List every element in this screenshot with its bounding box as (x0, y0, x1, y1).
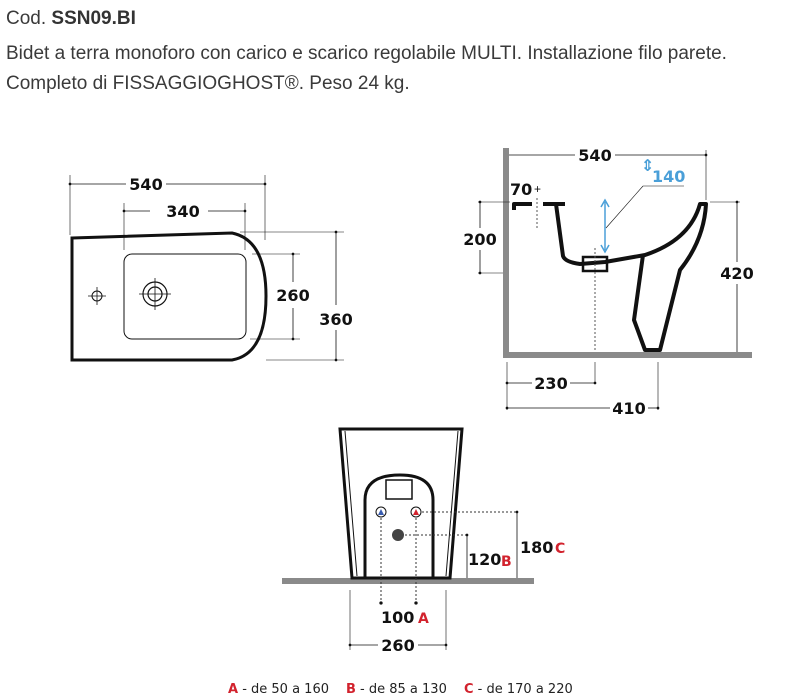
code-value: SSN09.BI (51, 8, 136, 29)
dim-side-depth: 540 (578, 146, 611, 165)
description-line-1: Bidet a terra monoforo con carico e scar… (6, 43, 727, 64)
legend: A - de 50 a 160 B - de 85 a 130 C - de 1… (228, 682, 573, 696)
tap-hole-icon (139, 278, 171, 310)
dim-drain-distance: 230 (534, 374, 567, 393)
hot-supply-icon (410, 506, 422, 518)
legend-a: A - de 50 a 160 (228, 682, 329, 696)
key-b: B (501, 554, 512, 570)
dim-depth: 360 (319, 310, 352, 329)
dim-base-width: 260 (381, 636, 414, 655)
key-a: A (418, 611, 429, 627)
dim-supply-spacing: 100 (381, 608, 414, 627)
dim-tap-offset: 70 (510, 180, 532, 199)
dim-basin-height: 140 (652, 167, 685, 186)
wall (503, 148, 509, 358)
updown-arrow-icon: ⇕ (641, 156, 654, 175)
dim-drain-height: 120 (468, 550, 501, 569)
basin-outline (123, 253, 247, 340)
plus-mark: + (534, 182, 541, 196)
side-view: 540 70 + ⇕ 140 200 420 230 410 (463, 146, 753, 418)
rear-opening (363, 473, 435, 578)
legend-c: C - de 170 a 220 (464, 682, 573, 696)
description-line-2: Completo di FISSAGGIOGHOST®. Peso 24 kg. (6, 73, 410, 94)
floor-front (282, 578, 534, 584)
key-c: C (555, 541, 565, 557)
dim-base-distance: 410 (612, 399, 645, 418)
dim-basin-width: 340 (166, 202, 199, 221)
bidet-front-outline (338, 427, 464, 580)
dim-basin-depth: 260 (276, 286, 309, 305)
dim-height: 420 (720, 264, 753, 283)
bidet-outline-top (70, 231, 268, 362)
cold-supply-icon (375, 506, 387, 518)
code-prefix: Cod. (6, 8, 47, 29)
bidet-profile (512, 202, 708, 352)
drain-mark-icon (88, 287, 106, 305)
product-code: Cod. SSN09.BI (6, 7, 136, 31)
top-view: 540 340 260 360 (68, 175, 353, 362)
floor (503, 352, 752, 358)
legend-b: B - de 85 a 130 (346, 682, 447, 696)
front-view: 120 B 180 C 100 A 260 (282, 427, 565, 655)
dim-top-width: 540 (129, 175, 162, 194)
dim-connection-height: 200 (463, 230, 496, 249)
drain-icon (392, 529, 404, 541)
dim-supply-height: 180 (520, 538, 553, 557)
